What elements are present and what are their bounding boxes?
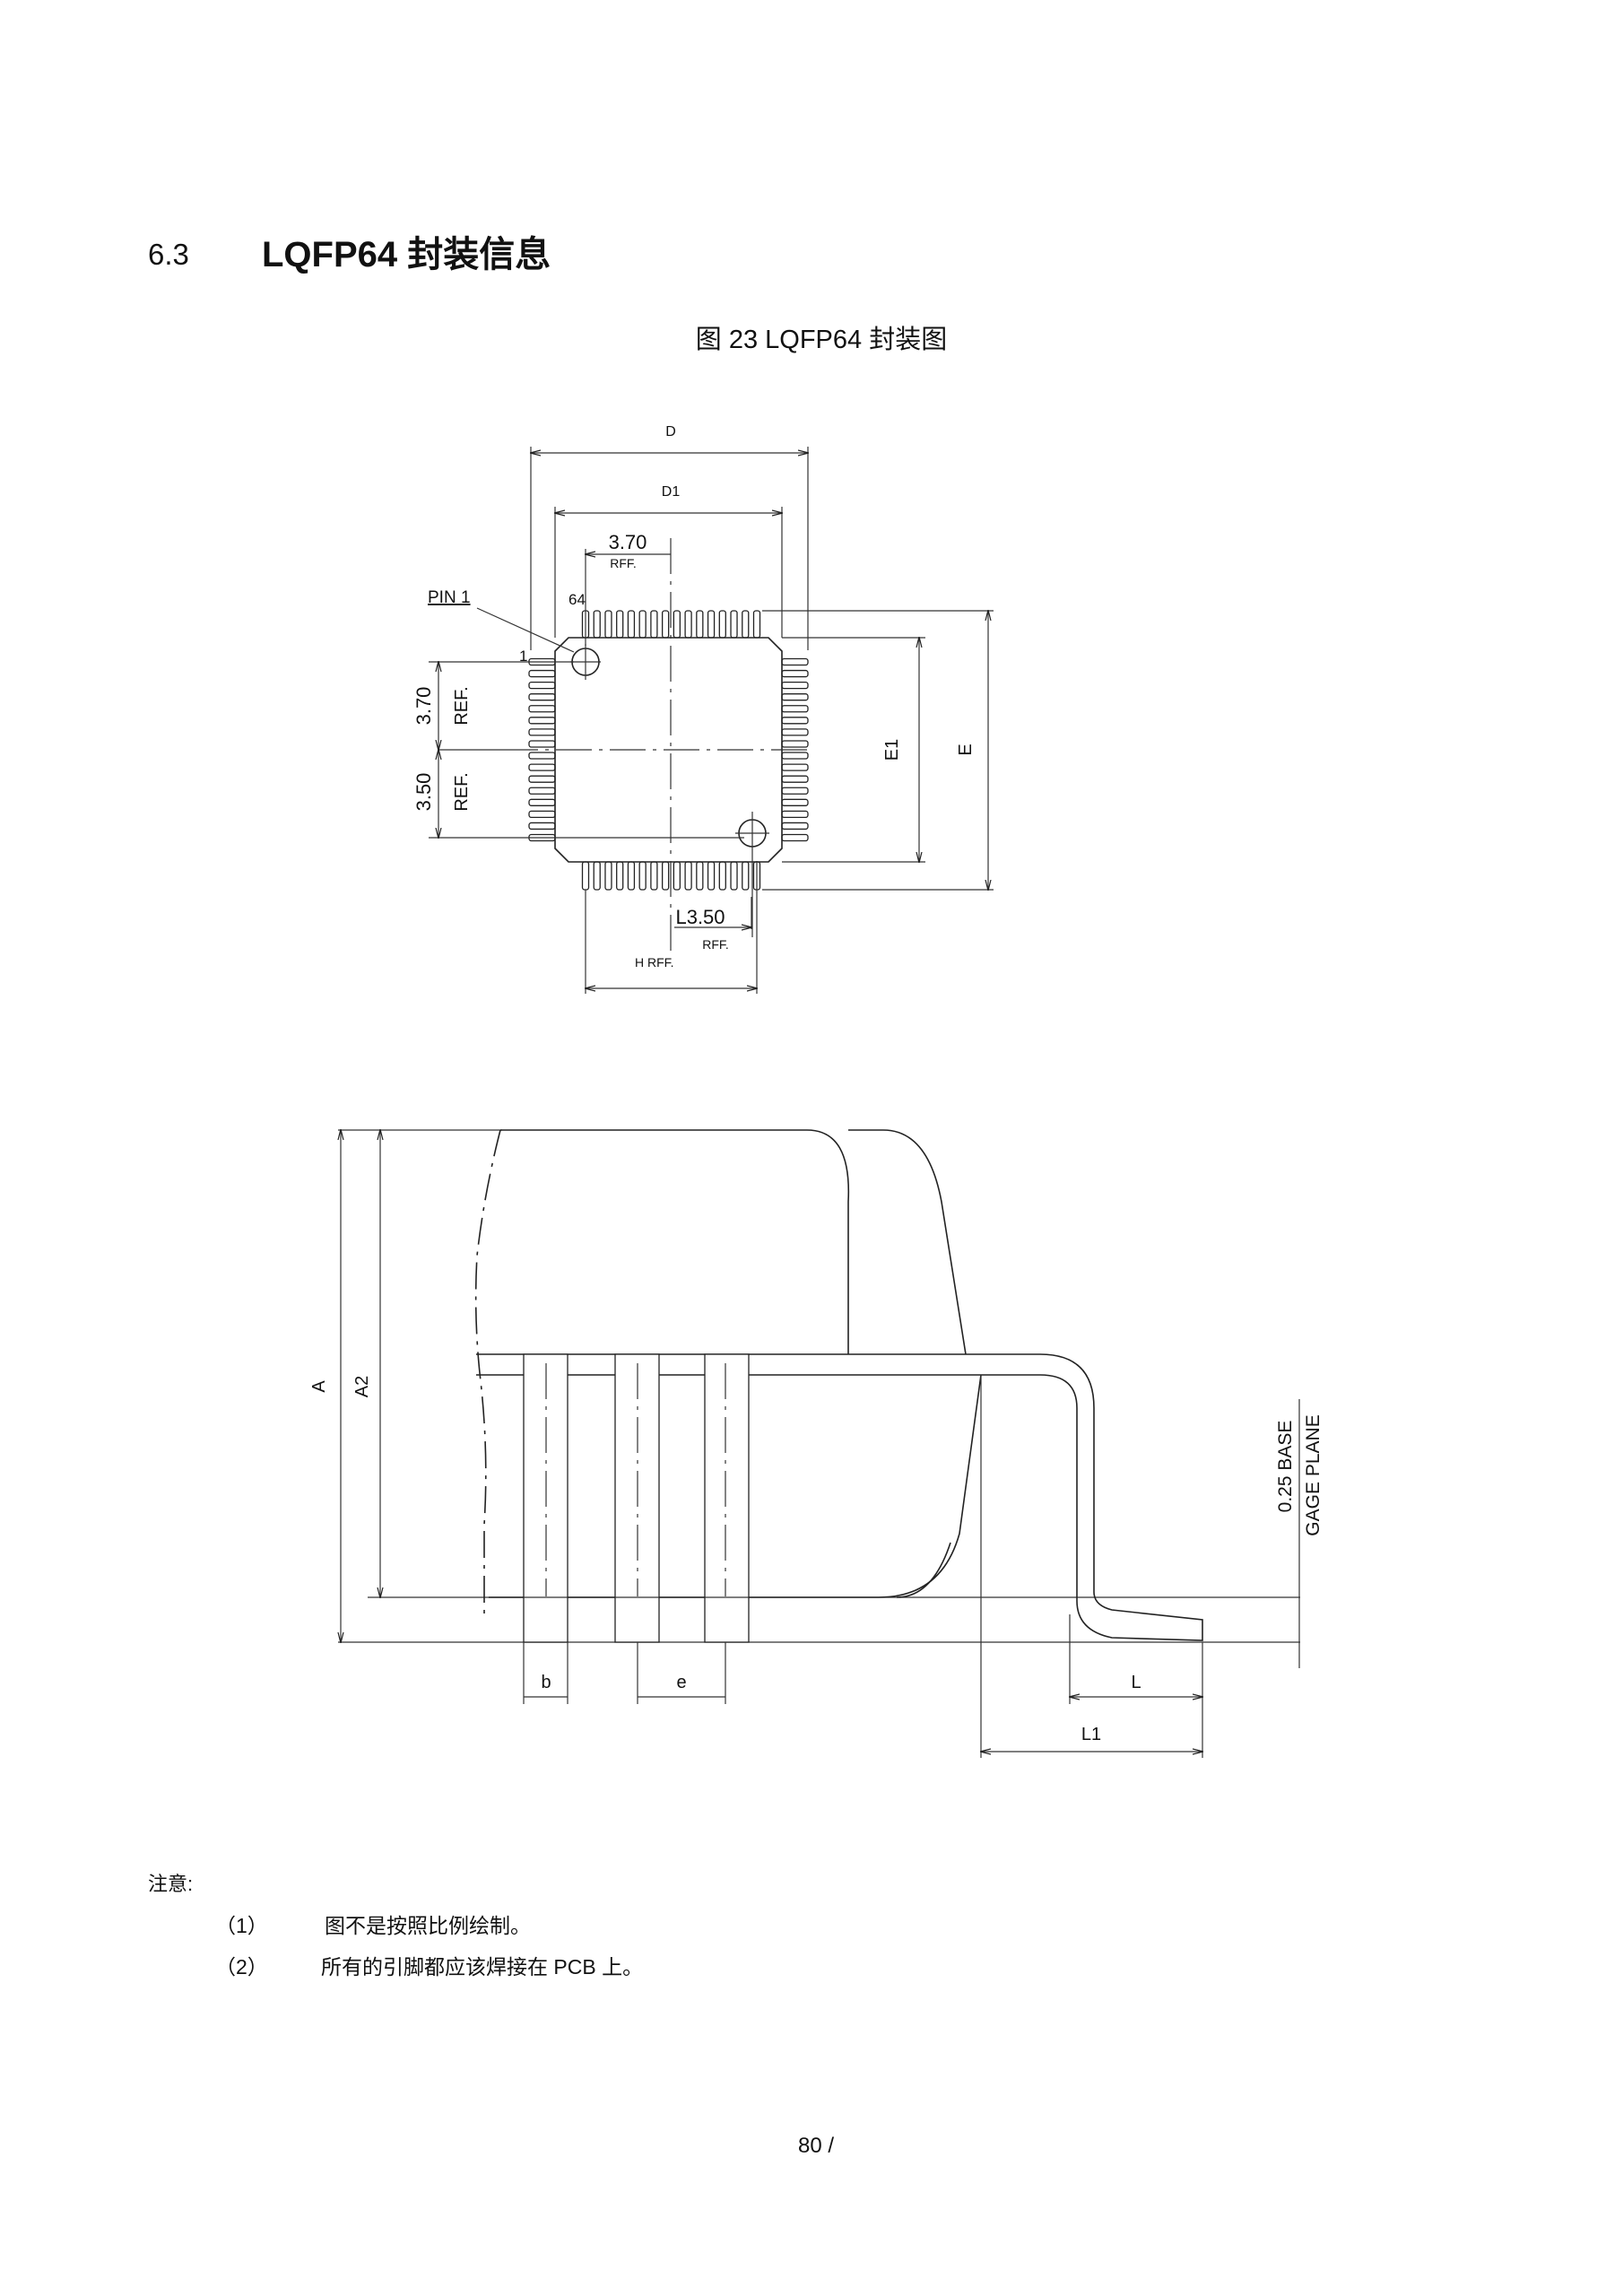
lead xyxy=(638,610,647,639)
dim-L1-label: L1 xyxy=(1081,1725,1101,1744)
lead xyxy=(528,728,556,736)
pin-cross-sections xyxy=(523,1353,750,1643)
dim-E-label: E xyxy=(956,744,976,755)
lead xyxy=(616,610,624,639)
lead xyxy=(781,657,809,666)
lead xyxy=(528,822,556,831)
ref-bottom-label: RFF. xyxy=(702,937,729,952)
lead xyxy=(781,705,809,713)
lead xyxy=(781,775,809,783)
lead xyxy=(781,798,809,806)
lead xyxy=(528,669,556,678)
lead xyxy=(528,775,556,783)
pin64-label: 64 xyxy=(568,591,586,608)
lead xyxy=(528,763,556,771)
lead xyxy=(650,610,658,639)
lead xyxy=(781,717,809,725)
lead xyxy=(616,861,624,891)
lead xyxy=(661,610,670,639)
lead-profile xyxy=(476,1353,1203,1641)
dim-D1-label: D1 xyxy=(662,484,681,500)
lead xyxy=(730,610,738,639)
lead xyxy=(673,610,681,639)
lead xyxy=(707,610,716,639)
ref-top-label: RFF. xyxy=(610,556,637,570)
gage-top-label: 0.25 BASE xyxy=(1275,1421,1296,1513)
ref-top-value: 3.70 xyxy=(609,531,647,553)
lead xyxy=(742,861,750,891)
lead xyxy=(684,610,692,639)
top-view-drawing: D D1 3.70 RFF. PIN 1 64 1 3.70 REF. 3.50… xyxy=(412,424,994,994)
ref-left-upper-label: REF. xyxy=(452,686,472,725)
lead xyxy=(528,693,556,701)
lead xyxy=(627,610,636,639)
lead xyxy=(781,681,809,690)
lead xyxy=(673,861,681,891)
side-view-drawing: A A2 b e L L1 0.25 BASE GAGE PLANE xyxy=(309,1130,1324,1758)
lead xyxy=(528,705,556,713)
lead xyxy=(781,787,809,795)
lead xyxy=(650,861,658,891)
section-title: LQFP64 封装信息 xyxy=(262,235,551,274)
lead xyxy=(696,610,704,639)
note-2-number: （2） xyxy=(215,1955,268,1979)
page-number: 80 / xyxy=(798,2134,834,2158)
section-number: 6.3 xyxy=(148,238,189,271)
note-2-text: 所有的引脚都应该焊接在 PCB 上。 xyxy=(321,1955,643,1979)
lead xyxy=(781,693,809,701)
lead xyxy=(730,861,738,891)
lead xyxy=(528,798,556,806)
pin1-number-label: 1 xyxy=(519,648,527,665)
dim-b-label: b xyxy=(541,1673,551,1692)
lead xyxy=(781,728,809,736)
lead xyxy=(781,669,809,678)
notes-heading: 注意: xyxy=(148,1873,193,1895)
lead xyxy=(742,610,750,639)
lead xyxy=(696,861,704,891)
lead xyxy=(684,861,692,891)
lead xyxy=(718,610,726,639)
lead xyxy=(752,610,761,639)
pin1-label: PIN 1 xyxy=(428,588,471,607)
ref-bottom-value: L3.50 xyxy=(675,906,725,928)
lead xyxy=(718,861,726,891)
lead xyxy=(781,833,809,842)
figure-caption: 图 23 LQFP64 封装图 xyxy=(696,325,947,354)
note-1-text: 图不是按照比例绘制。 xyxy=(325,1914,531,1937)
lead xyxy=(528,752,556,760)
lead xyxy=(781,810,809,819)
lead xyxy=(528,681,556,690)
lead xyxy=(781,740,809,748)
lead xyxy=(528,787,556,795)
ref-left-lower-label: REF. xyxy=(452,772,472,811)
dim-A2-label: A2 xyxy=(352,1376,372,1397)
lead xyxy=(581,861,590,891)
lead xyxy=(593,610,601,639)
lead xyxy=(604,861,612,891)
dim-e-label: e xyxy=(676,1673,686,1692)
lead xyxy=(661,861,670,891)
gage-bottom-label: GAGE PLANE xyxy=(1303,1414,1324,1535)
lead xyxy=(707,861,716,891)
ref-left-lower-value: 3.50 xyxy=(412,773,435,812)
dim-E1-label: E1 xyxy=(882,739,902,761)
note-1-number: （1） xyxy=(215,1914,268,1937)
pin1-leader-line xyxy=(476,607,575,653)
dim-A-label: A xyxy=(309,1380,329,1393)
lead xyxy=(781,752,809,760)
lead xyxy=(638,861,647,891)
lead xyxy=(593,861,601,891)
lead xyxy=(781,763,809,771)
lead xyxy=(528,717,556,725)
lead xyxy=(528,740,556,748)
lead xyxy=(604,610,612,639)
dim-D-label: D xyxy=(665,424,676,439)
ref-left-upper-value: 3.70 xyxy=(412,687,435,726)
dim-L-label: L xyxy=(1131,1673,1141,1692)
package-body xyxy=(554,637,783,863)
lead xyxy=(781,822,809,831)
lead xyxy=(528,810,556,819)
ref-h-label: H RFF. xyxy=(635,955,674,970)
lead xyxy=(627,861,636,891)
